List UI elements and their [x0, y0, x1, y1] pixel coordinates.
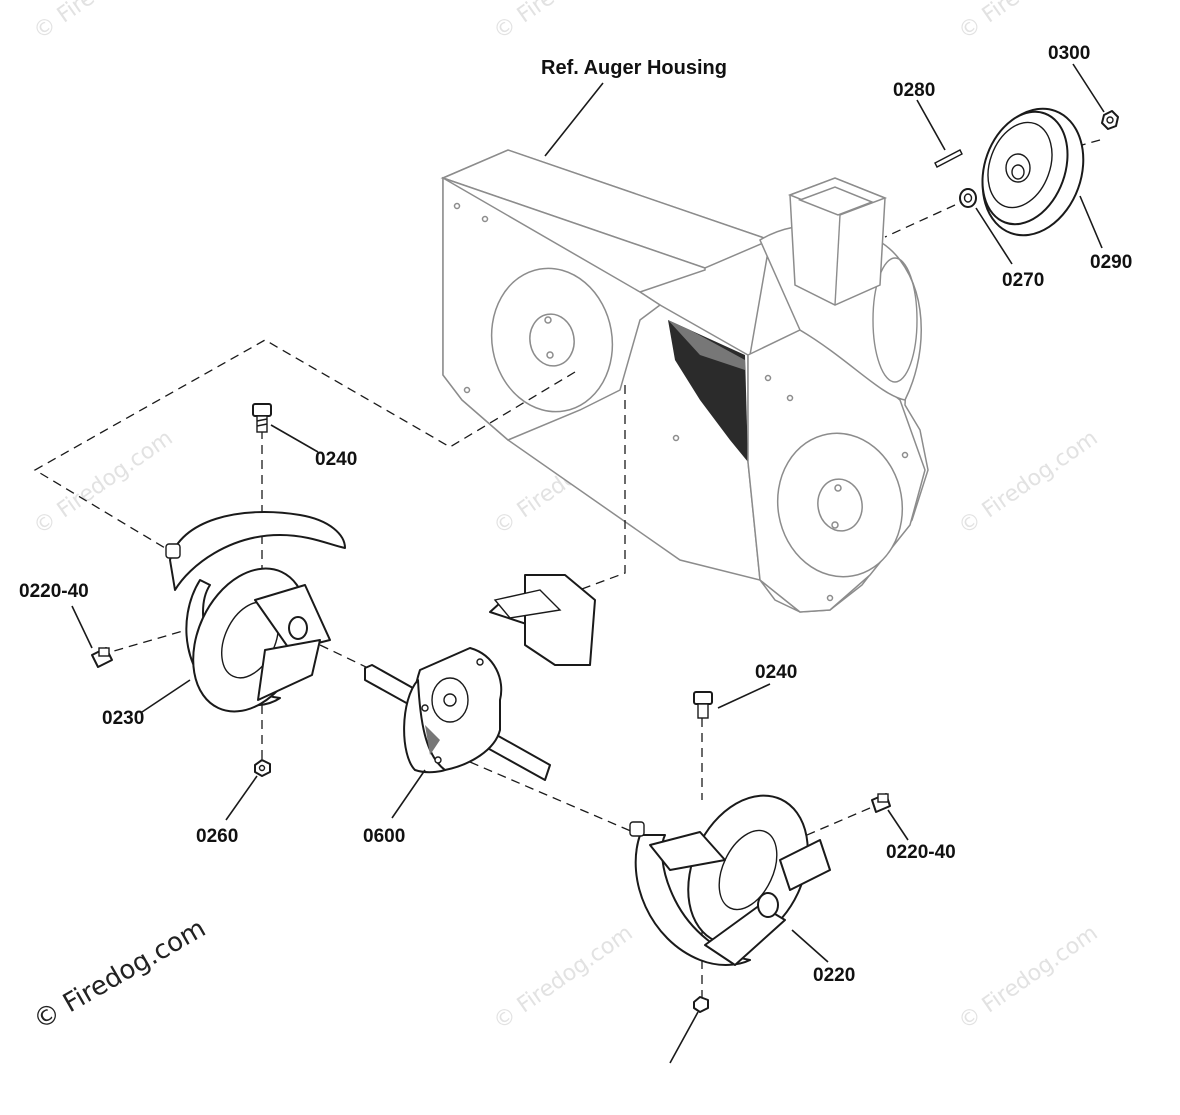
auger-housing-reference: [440, 149, 929, 613]
watermark: © Firedog.com: [29, 0, 177, 45]
watermark: © Firedog.com: [954, 426, 1102, 540]
fitting-0220-40-left[interactable]: [91, 647, 113, 668]
key-0280[interactable]: [934, 149, 963, 168]
callout-0220-40-right: 0220-40: [886, 842, 956, 863]
callout-0220: 0220: [813, 965, 855, 986]
watermark: © Firedog.com: [954, 921, 1102, 1035]
callout-labels: 0300 0280 0290 0270 0240 0220-40 0230 02…: [19, 43, 1132, 986]
callout-0240-top: 0240: [315, 449, 357, 470]
watermark-layer: © Firedog.com © Firedog.com © Firedog.co…: [29, 0, 1102, 1035]
callout-0220-40-left: 0220-40: [19, 581, 89, 602]
nut-0300[interactable]: [1101, 110, 1119, 130]
fitting-0220-40-right[interactable]: [871, 793, 891, 813]
pulley-0290[interactable]: [966, 95, 1101, 250]
copyright-text: © Firedog.com: [29, 913, 211, 1036]
callout-0240-right: 0240: [755, 662, 797, 683]
nut-bottom[interactable]: [693, 996, 709, 1013]
washer-0270[interactable]: [959, 188, 977, 208]
watermark: © Firedog.com: [489, 921, 637, 1035]
bolt-0240-top[interactable]: [252, 403, 272, 433]
gearbox-0600[interactable]: [364, 574, 596, 781]
auger-0230[interactable]: [165, 511, 346, 730]
auger-housing-leader: [544, 82, 604, 157]
callout-0300: 0300: [1048, 43, 1090, 64]
auger-housing-label: Ref. Auger Housing: [541, 57, 727, 79]
callout-0290: 0290: [1090, 252, 1132, 273]
auger-0220[interactable]: [629, 776, 831, 966]
callout-0260: 0260: [196, 826, 238, 847]
callout-0270: 0270: [1002, 270, 1044, 291]
watermark: © Firedog.com: [954, 0, 1102, 45]
callout-0600: 0600: [363, 826, 405, 847]
watermark: © Firedog.com: [29, 426, 177, 540]
bolt-0240-right[interactable]: [693, 691, 713, 719]
watermark: © Firedog.com: [489, 0, 637, 45]
callout-0280: 0280: [893, 80, 935, 101]
callout-0230: 0230: [102, 708, 144, 729]
nut-0260[interactable]: [254, 759, 271, 777]
leader-lines: [71, 63, 1105, 1064]
